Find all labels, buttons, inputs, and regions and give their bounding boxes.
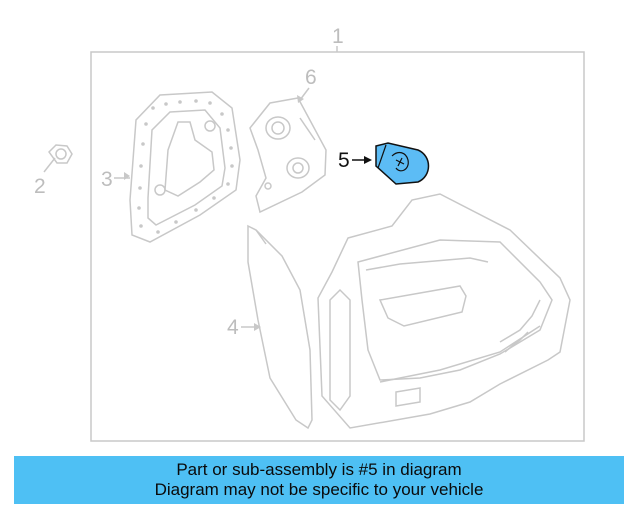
part-1-lamp-assembly [317,193,571,429]
banner-line-2: Diagram may not be specific to your vehi… [154,480,484,499]
banner-line-1: Part or sub-assembly is #5 in diagram [176,460,462,479]
part-3-gasket [114,91,241,243]
diagram-frame [90,51,585,442]
part-6-bracket [249,87,327,214]
callout-1: 1 [332,25,344,48]
callout-3: 3 [101,168,113,191]
part-4-reflector [241,224,313,430]
part-5-bulb [352,142,430,185]
info-banner: Part or sub-assembly is #5 in diagram Di… [14,456,624,504]
callout-2: 2 [34,175,46,198]
callout-5: 5 [338,149,350,172]
callout-6: 6 [305,66,317,89]
part-2-nut [43,144,73,173]
callout-4: 4 [227,316,239,339]
